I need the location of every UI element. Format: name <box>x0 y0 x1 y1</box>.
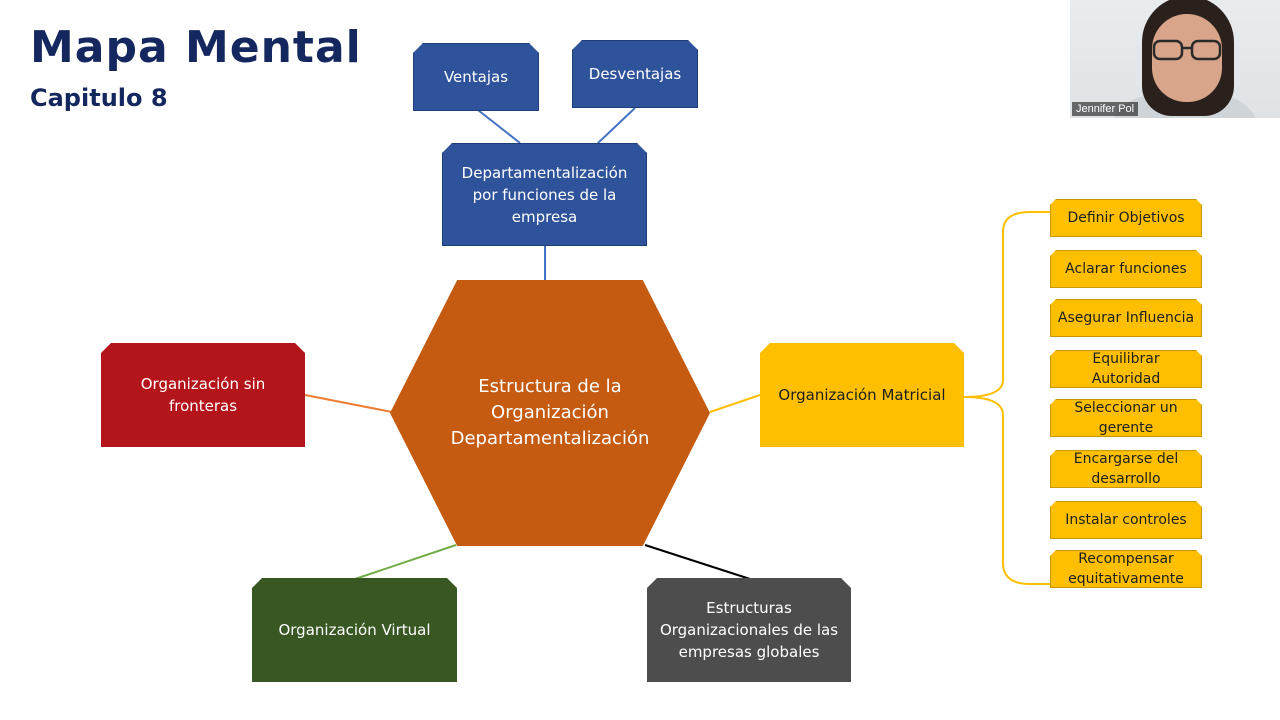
matrix-item-asegurar-influencia: Asegurar Influencia <box>1050 299 1202 337</box>
node-organizacion-matricial: Organización Matricial <box>760 343 964 447</box>
node-organizacion-sin-fronteras: Organización sin fronteras <box>101 343 305 447</box>
node-desventajas: Desventajas <box>572 40 698 108</box>
center-node: Estructura de la Organización Departamen… <box>390 280 710 546</box>
connector-bottom-left <box>354 544 457 580</box>
connector-left <box>304 394 393 413</box>
connector-ventajas <box>477 109 521 144</box>
participant-name: Jennifer Pol <box>1072 102 1139 116</box>
page-title: Mapa Mental <box>30 22 362 73</box>
glasses-icon <box>1152 39 1222 61</box>
matrix-item-seleccionar-gerente: Seleccionar un gerente <box>1050 399 1202 437</box>
connector-right <box>709 394 761 413</box>
connector-bottom-right <box>644 544 751 580</box>
matrix-item-encargarse-desarrollo: Encargarse del desarrollo <box>1050 450 1202 488</box>
connector-desventajas <box>597 107 636 144</box>
matrix-item-recompensar: Recompensar equitativamente <box>1050 550 1202 588</box>
matrix-item-aclarar-funciones: Aclarar funciones <box>1050 250 1202 288</box>
matrix-item-equilibrar-autoridad: Equilibrar Autoridad <box>1050 350 1202 388</box>
participant-video[interactable]: Jennifer Pol <box>1070 0 1280 118</box>
matrix-item-instalar-controles: Instalar controles <box>1050 501 1202 539</box>
matrix-brace <box>963 211 1050 585</box>
node-organizacion-virtual: Organización Virtual <box>252 578 457 682</box>
page-subtitle: Capitulo 8 <box>30 84 168 112</box>
matrix-item-definir-objetivos: Definir Objetivos <box>1050 199 1202 237</box>
node-ventajas: Ventajas <box>413 43 539 111</box>
node-estructuras-globales: Estructuras Organizacionales de las empr… <box>647 578 851 682</box>
node-departamentalizacion-funciones: Departamentalización por funciones de la… <box>442 143 647 246</box>
